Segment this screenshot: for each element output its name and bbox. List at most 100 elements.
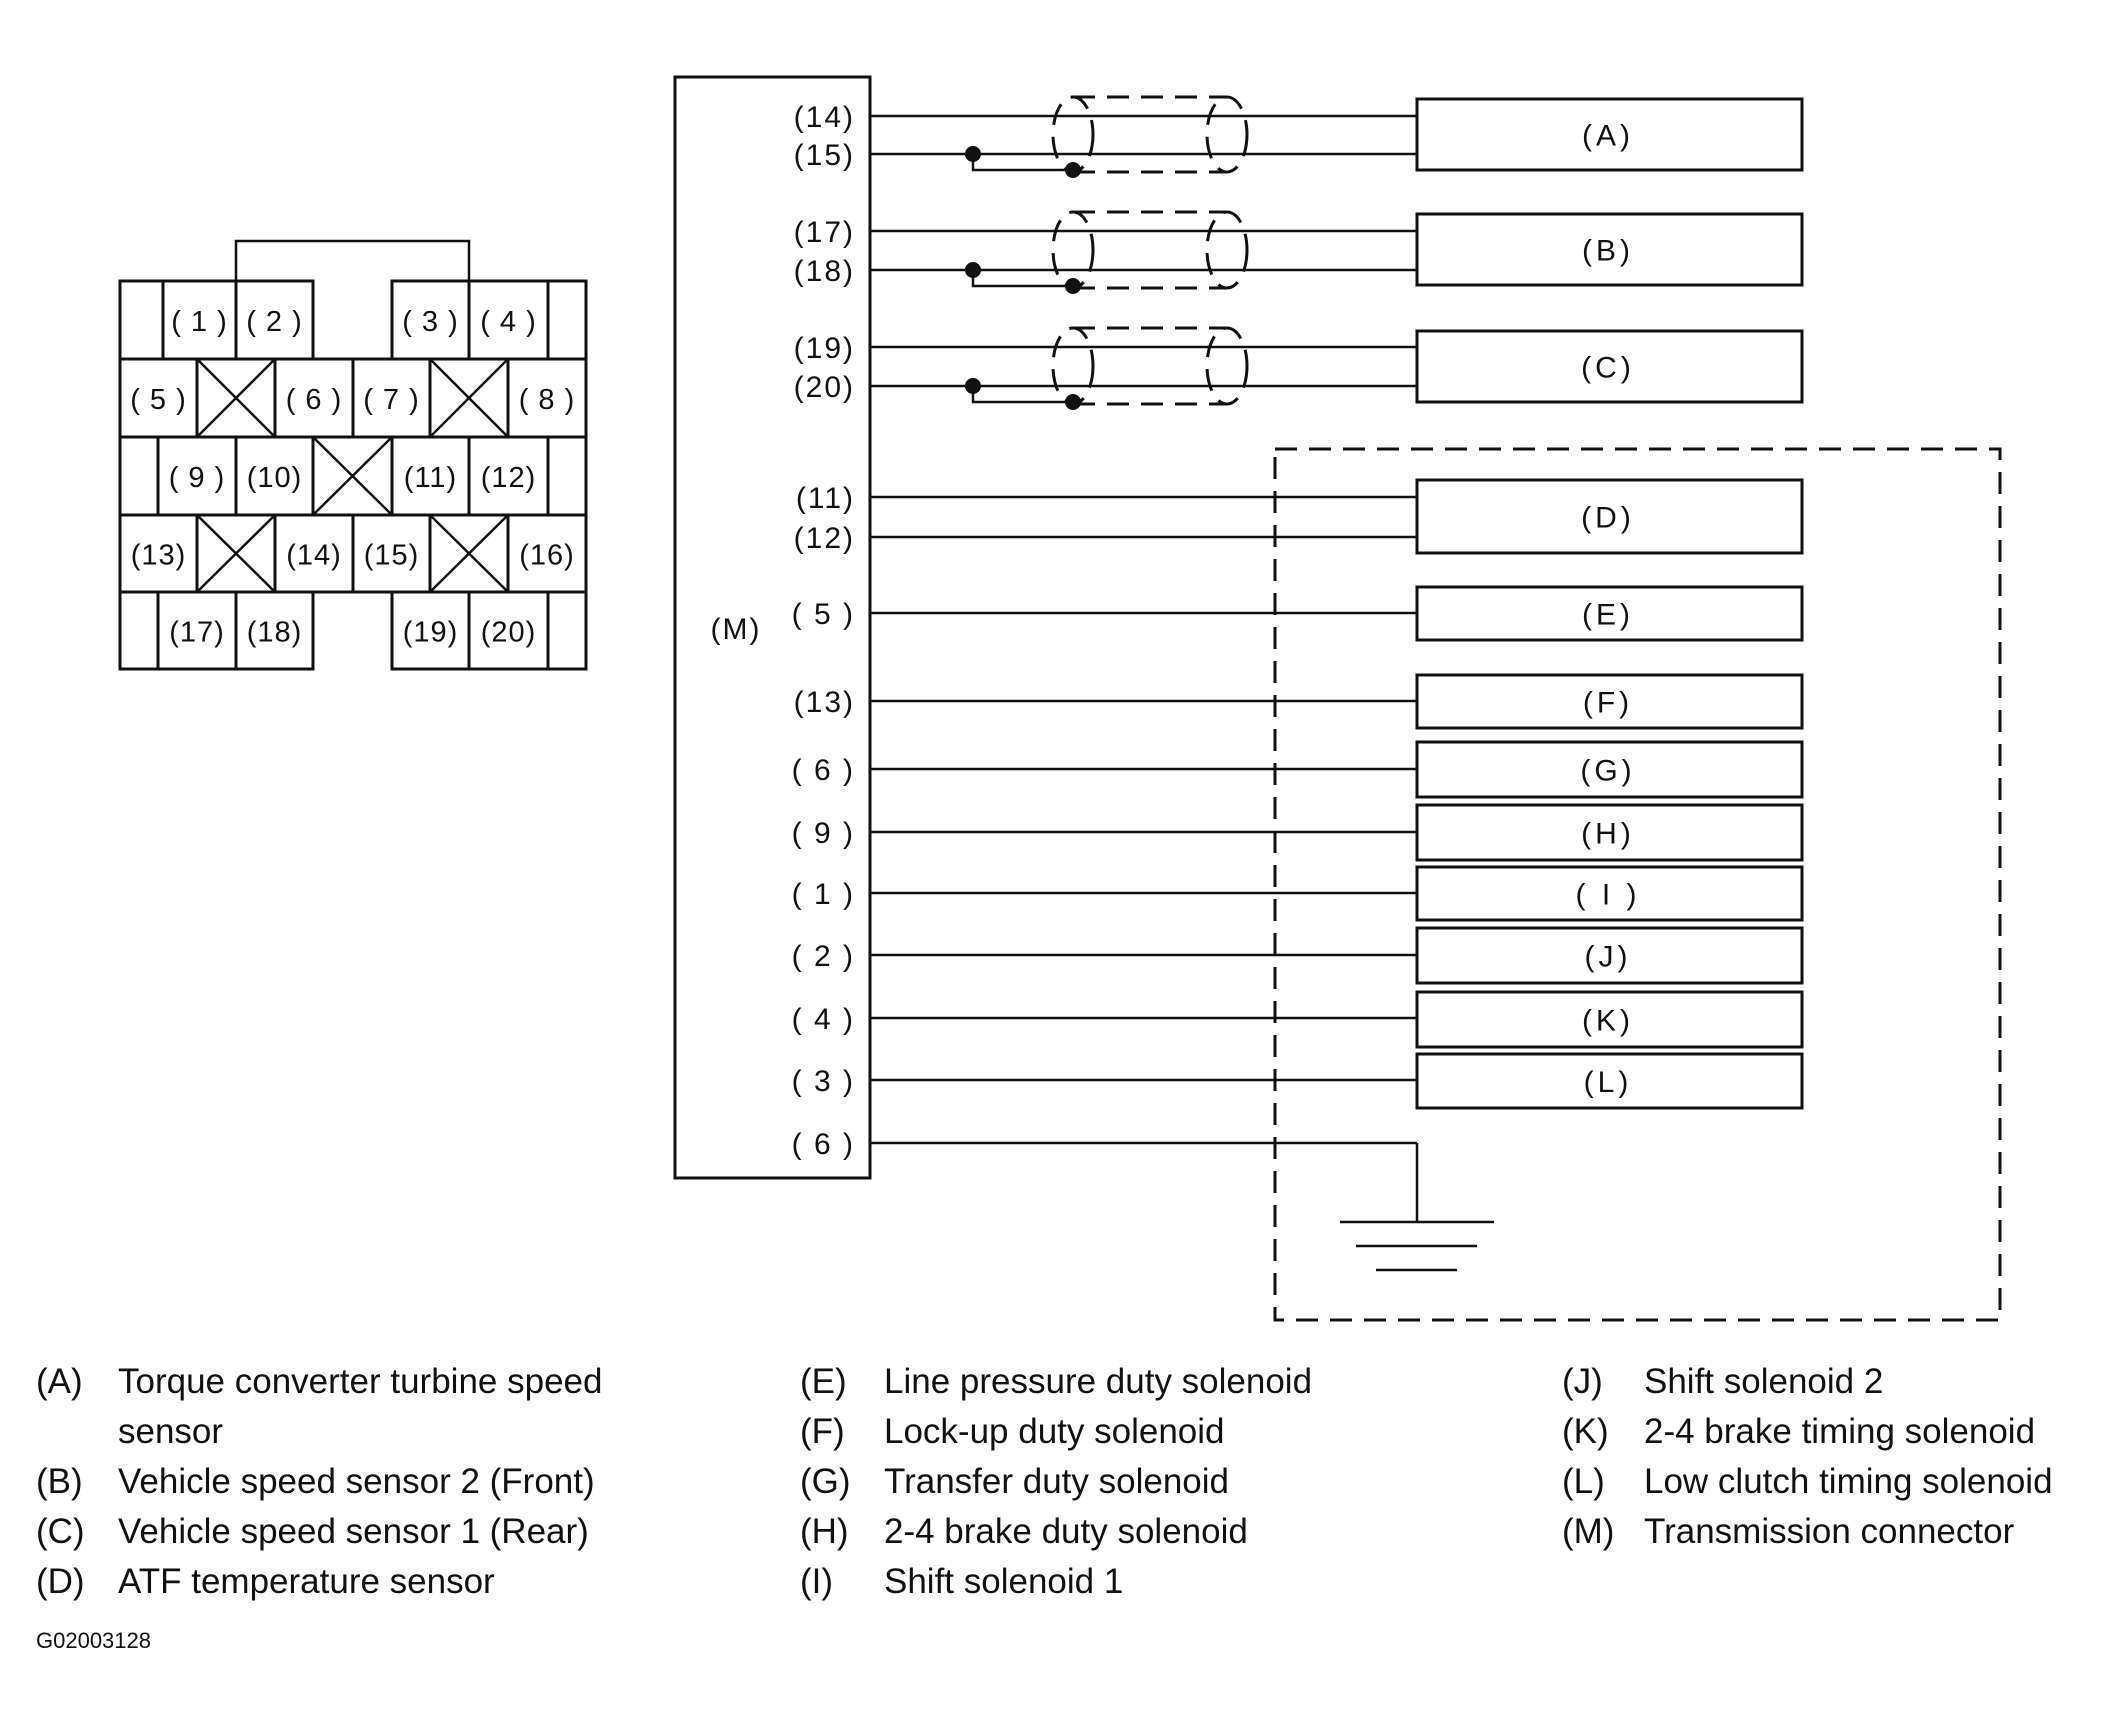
- pin-label: (14): [286, 540, 342, 572]
- pin-number: (11): [796, 482, 855, 515]
- figure-code: G02003128: [36, 1628, 151, 1653]
- component-label: ( I ): [1576, 879, 1641, 912]
- shields: [965, 95, 1249, 410]
- legend-key: (M): [1562, 1512, 1614, 1551]
- legend-key: (J): [1562, 1362, 1603, 1401]
- component-box: [1415, 673, 1804, 730]
- legend-key: (A): [36, 1362, 83, 1401]
- pin-label: (19): [403, 617, 459, 649]
- pin-number: ( 6 ): [792, 1128, 855, 1161]
- pin-number: (19): [794, 332, 855, 365]
- shield-junction: [1065, 394, 1081, 410]
- pin-number: ( 3 ): [792, 1065, 855, 1098]
- component-label: (E): [1582, 599, 1634, 632]
- pin-cell: [390, 590, 471, 671]
- pin-label: ( 8 ): [519, 384, 576, 416]
- component-box: [1415, 740, 1804, 799]
- legend-key: (D): [36, 1562, 85, 1601]
- pin-label: ( 3 ): [402, 306, 459, 338]
- drain-wire: [971, 386, 1073, 404]
- component-label: (A): [1582, 120, 1634, 153]
- pin-number: (12): [794, 522, 855, 555]
- pin-label: (15): [364, 540, 420, 572]
- legend-key: (H): [800, 1512, 849, 1551]
- legend-text: sensor: [118, 1412, 223, 1451]
- pin-cell: [234, 435, 315, 517]
- legend: (A) Torque converter turbine speed sensor (…: [36, 1362, 2053, 1601]
- pin-label: (17): [169, 617, 225, 649]
- shield-end: [1205, 326, 1249, 406]
- pin-cell: [351, 513, 432, 594]
- legend-text: Transfer duty solenoid: [884, 1462, 1229, 1501]
- wires: (14)(15)(17)(18)(19)(20)(11)(12)( 5 )(13…: [792, 101, 1417, 1161]
- pin-label: (16): [519, 540, 575, 572]
- legend-text: Torque converter turbine speed: [118, 1362, 602, 1401]
- pin-number: ( 5 ): [792, 598, 855, 631]
- shield-junction: [1065, 278, 1081, 294]
- pin-cell: [506, 357, 588, 439]
- pin-label: ( 2 ): [246, 306, 303, 338]
- dashed-boundary-rect: [1273, 447, 2002, 1322]
- shield-end: [1051, 95, 1095, 174]
- cavity-cross: [196, 514, 276, 593]
- cavity-cross: [429, 514, 509, 593]
- connector-cell: [118, 279, 165, 361]
- ground-symbol: [1340, 1143, 1494, 1272]
- pin-number: (14): [794, 101, 855, 134]
- connector-face: ( 1 )( 2 )( 3 )( 4 )( 5 )( 6 )( 7 )( 8 )…: [118, 239, 588, 671]
- legend-text: ATF temperature sensor: [118, 1562, 495, 1601]
- shield-end: [1051, 210, 1095, 290]
- pin-cell: [390, 435, 471, 517]
- component-label: (L): [1584, 1066, 1633, 1099]
- connector-m-label: (M): [711, 613, 762, 646]
- connector-cell: [118, 590, 160, 671]
- legend-text: Vehicle speed sensor 1 (Rear): [118, 1512, 589, 1551]
- pin-cell: [506, 513, 588, 594]
- drain-wire: [971, 154, 1073, 172]
- pin-cell: [273, 513, 355, 594]
- pin-label: (12): [481, 462, 537, 494]
- connector-cell: [546, 279, 588, 361]
- pin-number: (13): [794, 686, 855, 719]
- component-label: (J): [1585, 941, 1632, 974]
- component-label: (K): [1582, 1005, 1634, 1038]
- cavity-cross: [429, 358, 509, 438]
- component-label: (G): [1580, 755, 1635, 788]
- connector-cell: [546, 435, 588, 517]
- pin-label: ( 6 ): [286, 384, 343, 416]
- legend-text: Low clutch timing solenoid: [1644, 1462, 2053, 1501]
- pin-label: ( 4 ): [480, 306, 537, 338]
- pin-number: ( 1 ): [792, 878, 855, 911]
- shield-junction: [1065, 162, 1081, 178]
- pin-label: (20): [481, 617, 537, 649]
- connector-cell: [118, 435, 160, 517]
- component-label: (C): [1581, 352, 1635, 385]
- transmission-connector-m: (M): [673, 75, 872, 1180]
- component-box: [1415, 478, 1804, 555]
- pin-number: ( 2 ): [792, 940, 855, 973]
- component-boxes: (A)(B)(C)(D)(E)(F)(G)(H)( I )(J)(K)(L): [1415, 97, 1804, 1110]
- legend-text: 2-4 brake duty solenoid: [884, 1512, 1248, 1551]
- pin-label: (11): [404, 462, 457, 494]
- legend-text: Vehicle speed sensor 2 (Front): [118, 1462, 595, 1501]
- component-box: [1415, 329, 1804, 404]
- legend-key: (B): [36, 1462, 83, 1501]
- legend-key: (F): [800, 1412, 845, 1451]
- component-box: [1415, 803, 1804, 862]
- legend-key: (L): [1562, 1462, 1605, 1501]
- cavity-cross: [312, 436, 393, 516]
- component-box: [1415, 990, 1804, 1049]
- pin-label: ( 7 ): [363, 384, 420, 416]
- component-box: [1415, 212, 1804, 287]
- legend-key: (I): [800, 1562, 833, 1601]
- pin-number: (18): [794, 255, 855, 288]
- legend-text: Transmission connector: [1644, 1512, 2015, 1551]
- pin-label: (10): [247, 462, 303, 494]
- drain-wire: [971, 270, 1073, 288]
- pin-number: ( 6 ): [792, 754, 855, 787]
- pin-label: (13): [131, 540, 187, 572]
- pin-label: ( 9 ): [169, 462, 226, 494]
- component-label: (D): [1581, 502, 1635, 535]
- dashed-boundary: [1273, 447, 2002, 1322]
- component-box: [1415, 585, 1804, 642]
